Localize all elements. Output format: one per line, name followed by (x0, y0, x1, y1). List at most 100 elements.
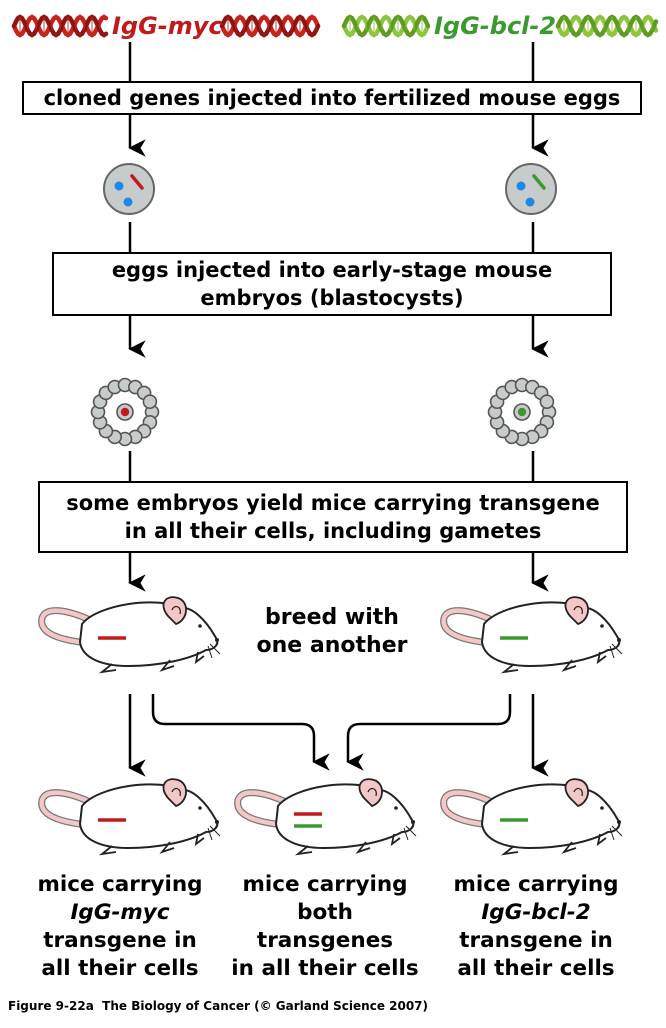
blastomere (142, 394, 158, 410)
eye (198, 806, 202, 810)
ear-inner (171, 605, 181, 615)
pronucleus (114, 181, 124, 191)
nose (215, 820, 219, 824)
nose (617, 638, 621, 642)
whiskers (207, 825, 221, 841)
mouse-both-offspring-icon (234, 778, 417, 856)
transgenic-cell (120, 407, 130, 417)
ear (564, 596, 589, 626)
mouse-bcl2-offspring-icon (440, 778, 623, 856)
blastomere (539, 394, 555, 410)
foot (561, 841, 577, 854)
foot (194, 651, 205, 665)
eye (198, 624, 202, 628)
ear-inner (573, 605, 583, 615)
pronucleus (123, 197, 133, 207)
figure-caption-label: Figure 9-22a (8, 999, 94, 1013)
foot (98, 845, 117, 856)
helix-strand (219, 14, 321, 38)
foot (596, 833, 607, 847)
foot (98, 663, 117, 674)
breed-label: breed with one another (244, 604, 420, 660)
foot (355, 841, 371, 854)
pronucleus (525, 197, 535, 207)
gene-label-myc: IgG-myc (112, 12, 223, 40)
ear-inner (573, 787, 583, 797)
foot (561, 659, 577, 672)
helix-strand (555, 14, 659, 38)
fertilized-egg-bcl2-icon (505, 163, 557, 215)
foot (194, 833, 205, 847)
caption-line: transgene in (43, 928, 197, 953)
breed-label-line: breed with (265, 605, 399, 630)
caption-line: mice carrying (242, 872, 408, 897)
blastocyst-myc-icon (90, 377, 160, 447)
injected-gene (130, 174, 144, 190)
ear (564, 778, 589, 808)
tail (441, 608, 505, 647)
egg-cell (103, 163, 155, 215)
mouse-bcl2-parent-icon (440, 596, 623, 674)
bcl2-dna-helix-icon (341, 14, 659, 38)
breed-label-line: one another (256, 633, 408, 658)
step-text-line: in all their cells, including gametes (124, 519, 542, 543)
ear (162, 596, 187, 626)
step-text-line: embryos (blastocysts) (200, 286, 464, 310)
tail (441, 790, 505, 829)
caption-line: mice carrying (453, 872, 619, 897)
caption-line: all their cells (41, 956, 199, 981)
caption-both: mice carrying both transgenes in all the… (222, 871, 428, 983)
step-box-injection: cloned genes injected into fertilized mo… (22, 81, 642, 115)
caption-bcl2: mice carrying IgG-bcl-2 transgene in all… (436, 871, 636, 983)
eye (394, 806, 398, 810)
figure-caption-text: The Biology of Cancer (© Garland Science… (102, 999, 429, 1013)
caption-line: transgene in (459, 928, 613, 953)
mouse-myc-offspring-icon (38, 778, 221, 856)
foot (596, 651, 607, 665)
foot (294, 845, 313, 856)
caption-line: transgenes (256, 928, 394, 953)
caption-line: in all their cells (231, 956, 419, 981)
injected-gene (532, 174, 546, 190)
eye (600, 624, 604, 628)
egg-cell (505, 163, 557, 215)
step-text-line: eggs injected into early-stage mouse (111, 258, 553, 282)
foot (159, 659, 175, 672)
pronucleus (516, 181, 526, 191)
caption-line: IgG-bcl-2 (481, 900, 591, 925)
nose (617, 820, 621, 824)
transgenic-cell (517, 407, 527, 417)
fertilized-egg-myc-icon (103, 163, 155, 215)
whiskers (207, 643, 221, 659)
ear (162, 778, 187, 808)
tail (39, 608, 103, 647)
foot (159, 841, 175, 854)
tail (39, 790, 103, 829)
caption-line: IgG-myc (70, 900, 170, 925)
mouse-myc-parent-icon (38, 596, 221, 674)
foot (390, 833, 401, 847)
caption-line: both (297, 900, 353, 925)
caption-line: mice carrying (37, 872, 203, 897)
nose (215, 638, 219, 642)
caption-line: all their cells (457, 956, 615, 981)
step-box-transgenic-mice: some embryos yield mice carrying transge… (38, 481, 628, 553)
breed-arrow-left (151, 694, 330, 771)
nose (411, 820, 415, 824)
flow-arrows (128, 42, 549, 777)
ear-inner (367, 787, 377, 797)
gene-label-bcl2: IgG-bcl-2 (434, 12, 557, 40)
whiskers (609, 825, 623, 841)
whiskers (609, 643, 623, 659)
whiskers (403, 825, 417, 841)
eye (600, 806, 604, 810)
step-text-line: some embryos yield mice carrying transge… (66, 491, 600, 515)
step-box-blastocyst: eggs injected into early-stage mouse emb… (52, 252, 612, 316)
myc-dna-helix-icon (11, 14, 321, 38)
caption-myc: mice carrying IgG-myc transgene in all t… (20, 871, 220, 983)
foot (500, 845, 519, 856)
step-text: cloned genes injected into fertilized mo… (43, 86, 621, 110)
breed-arrow-right (346, 694, 512, 771)
tail (235, 790, 299, 829)
ear (358, 778, 383, 808)
